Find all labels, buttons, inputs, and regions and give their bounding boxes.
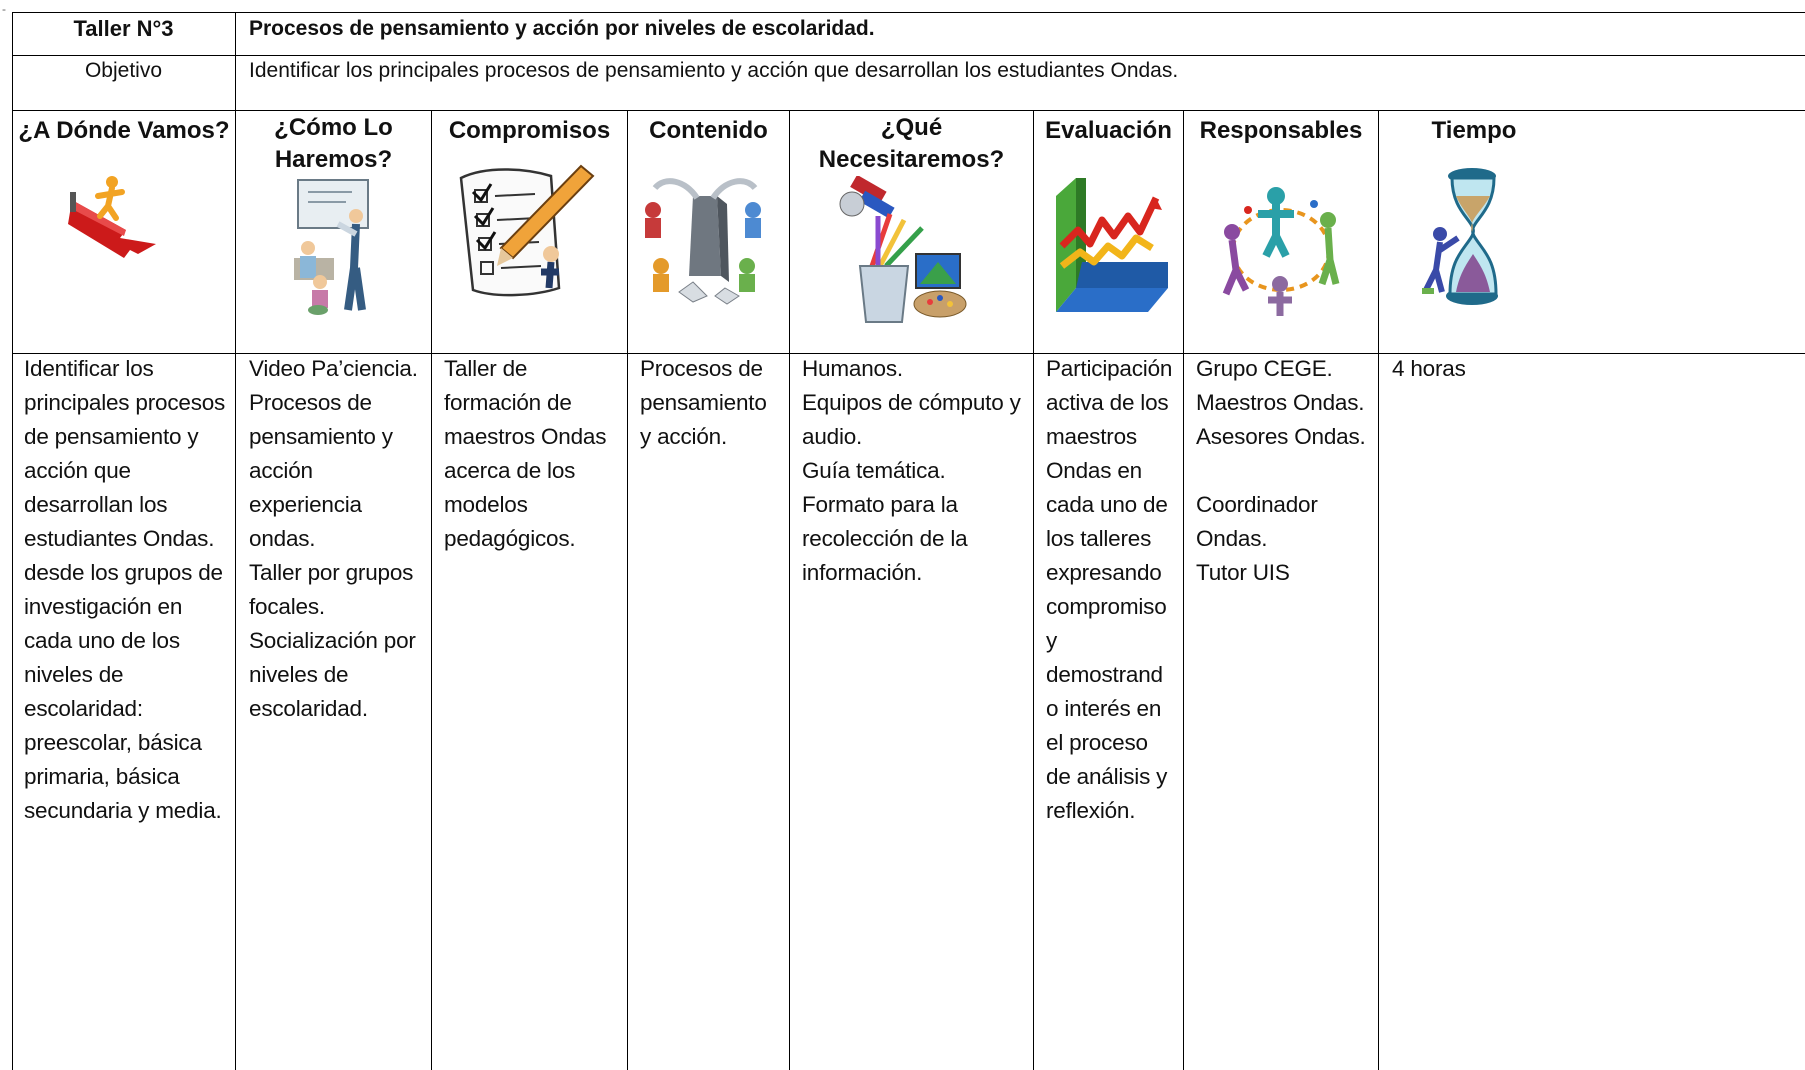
body-evaluacion: Participación activa de los maestros Ond…: [1046, 356, 1173, 823]
body-a-donde-vamos: Identificar los principales procesos de …: [24, 356, 226, 823]
body-compromisos: Taller de formación de maestros Ondas ac…: [444, 356, 607, 551]
teacher-classroom-icon: [294, 179, 369, 315]
hourglass-icon: [1422, 168, 1498, 305]
header-como-lo-haremos: ¿Cómo Lo Haremos?: [274, 114, 393, 173]
body-como-lo-haremos: Video Pa’ciencia. Procesos de pensamient…: [249, 356, 418, 721]
taller-label: Taller N°3: [73, 16, 174, 41]
growth-chart-icon: [1056, 178, 1168, 312]
header-compromisos: Compromisos: [448, 117, 611, 144]
art-supplies-cup-icon: [839, 176, 967, 323]
runner-on-red-arrow-icon: [68, 176, 156, 258]
header-a-donde-vamos: ¿A Dónde Vamos?: [18, 117, 230, 144]
body-responsables: Grupo CEGE. Maestros Ondas. Asesores Ond…: [1196, 356, 1366, 585]
header-que-necesitaremos: ¿Qué Necesitaremos?: [818, 114, 1005, 173]
objetivo-label: Objetivo: [84, 59, 163, 82]
taller-title: Procesos de pensamiento y acción por niv…: [249, 17, 875, 40]
header-tiempo: Tiempo: [1431, 117, 1517, 144]
header-contenido: Contenido: [649, 117, 768, 144]
body-contenido: Procesos de pensamiento y acción.: [640, 356, 767, 449]
objetivo-text: Identificar los principales procesos de …: [249, 59, 1179, 82]
team-circle-icon: [1222, 187, 1340, 316]
header-evaluacion: Evaluación: [1045, 117, 1172, 144]
corner-mark: -: [2, 2, 6, 16]
body-tiempo: 4 horas: [1392, 356, 1466, 381]
network-people-icon: [645, 178, 761, 305]
body-que-necesitaremos: Humanos. Equipos de cómputo y audio. Guí…: [802, 356, 1021, 585]
checklist-pencil-icon: [459, 164, 595, 297]
header-responsables: Responsables: [1199, 117, 1363, 144]
